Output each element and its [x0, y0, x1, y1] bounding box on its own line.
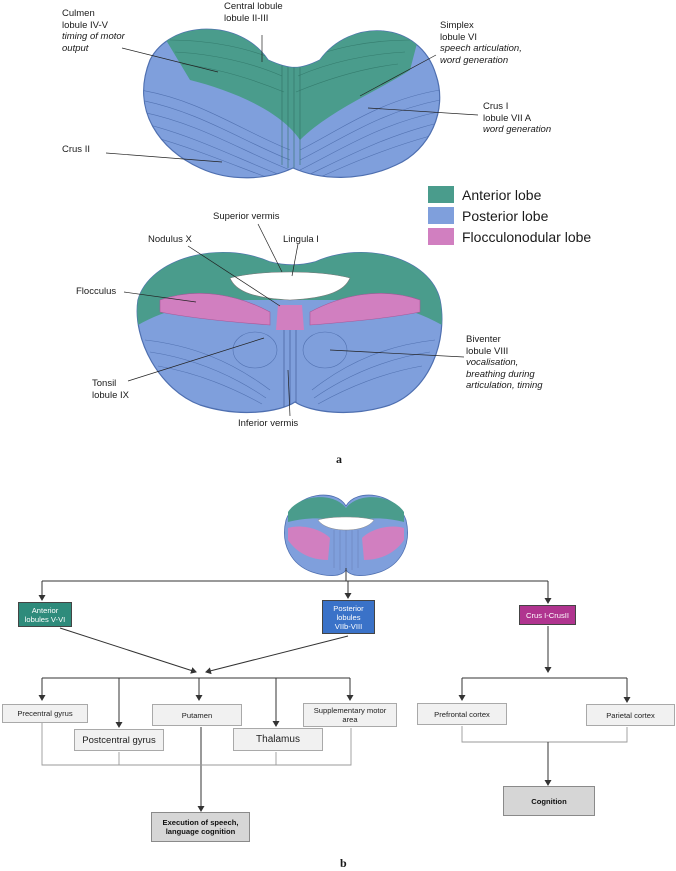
- culmen-name: Culmen: [62, 8, 95, 19]
- crus1-function: word generation: [483, 124, 552, 135]
- posterior-lobules-box: Posterior lobules VIIb-VIII: [322, 600, 375, 634]
- execution-box-line-1: Execution of speech,: [162, 818, 239, 827]
- legend-item-posterior: Posterior lobe: [428, 207, 548, 224]
- posterior-box-line-2: lobules: [336, 612, 361, 622]
- lingula-label: Lingula I: [283, 234, 319, 245]
- supplementary-motor-area-box: Supplementary motor area: [303, 703, 397, 727]
- precentral-gyrus-box: Precentral gyrus: [2, 704, 88, 723]
- execution-of-speech-box: Execution of speech, language cognition: [151, 812, 250, 842]
- legend-swatch-posterior: [428, 207, 454, 224]
- culmen-function-2: output: [62, 42, 89, 54]
- biventer-label: Biventer lobule VIII vocalisation, breat…: [466, 334, 543, 392]
- legend-swatch-flocculonodular: [428, 228, 454, 245]
- biventer-function-1: vocalisation,: [466, 357, 519, 368]
- simplex-name: Simplex: [440, 20, 474, 31]
- cerebellum-small-illustration: [284, 494, 408, 576]
- culmen-function-1: timing of motor: [62, 31, 125, 42]
- postcentral-gyrus-box: Postcentral gyrus: [74, 729, 164, 751]
- cognition-box: Cognition: [503, 786, 595, 816]
- nodulus-label: Nodulus X: [148, 234, 192, 245]
- top-leader-lines: [105, 35, 479, 163]
- flocculus-label: Flocculus: [76, 286, 117, 297]
- cerebellum-superior-view: [143, 28, 441, 179]
- legend-swatch-anterior: [428, 186, 454, 203]
- legend-item-flocculonodular: Flocculonodular lobe: [428, 228, 591, 245]
- biventer-function-3: articulation, timing: [466, 380, 543, 391]
- anterior-lobules-box: Anterior lobules V-VI: [18, 602, 72, 627]
- inferior-vermis-label: Inferior vermis: [238, 418, 299, 429]
- culmen-lobule: lobule IV-V: [62, 19, 108, 31]
- thalamus-box: Thalamus: [233, 728, 323, 751]
- central-lobule-label: Central lobule lobule II-III: [224, 1, 283, 24]
- simplex-function-2: word generation: [440, 54, 509, 66]
- putamen-box: Putamen: [152, 704, 242, 726]
- legend-item-anterior: Anterior lobe: [428, 186, 541, 203]
- tonsil-name: Tonsil: [92, 378, 117, 389]
- prefrontal-cortex-box: Prefrontal cortex: [417, 703, 507, 725]
- posterior-box-line-1: Posterior: [333, 603, 364, 613]
- culmen-label: Culmen lobule IV-V timing of motor outpu…: [62, 8, 125, 54]
- cerebellum-inferior-view: [136, 251, 443, 413]
- crus1-name: Crus I: [483, 101, 509, 112]
- legend-label-anterior: Anterior lobe: [462, 186, 542, 203]
- anterior-box-line-2: lobules V-VI: [24, 614, 66, 624]
- biventer-lobule: lobule VIII: [466, 345, 509, 357]
- biventer-name: Biventer: [466, 334, 501, 345]
- sma-box-line-2: area: [342, 715, 358, 724]
- superior-vermis-label: Superior vermis: [213, 211, 280, 222]
- legend-label-posterior: Posterior lobe: [462, 207, 549, 224]
- simplex-function-1: speech articulation,: [440, 43, 522, 54]
- simplex-lobule: lobule VI: [440, 31, 477, 43]
- flowchart-connectors: [38, 568, 631, 812]
- anterior-box-line-1: Anterior: [31, 605, 59, 615]
- biventer-function-2: breathing during: [466, 368, 535, 380]
- crus1-label: Crus I lobule VII A word generation: [483, 101, 551, 136]
- tonsil-label: Tonsil lobule IX: [92, 378, 129, 401]
- posterior-box-line-3: VIIb-VIII: [334, 621, 363, 631]
- execution-box-line-2: language cognition: [165, 827, 236, 836]
- panel-letter-b: b: [340, 856, 347, 870]
- bottom-leader-lines: [123, 223, 465, 417]
- crus1-lobule: lobule VII A: [483, 112, 532, 124]
- central-name: Central lobule: [224, 1, 283, 12]
- central-lobule: lobule II-III: [224, 12, 269, 24]
- legend-label-flocculonodular: Flocculonodular lobe: [462, 228, 592, 245]
- parietal-cortex-box: Parietal cortex: [586, 704, 675, 726]
- tonsil-lobule: lobule IX: [92, 389, 129, 401]
- panel-letter-a: a: [336, 452, 342, 466]
- crus-box: Crus I-CrusII: [519, 605, 576, 625]
- crus2-label: Crus II: [62, 144, 90, 155]
- simplex-label: Simplex lobule VI speech articulation, w…: [440, 20, 522, 66]
- sma-box-line-1: Supplementary motor: [313, 706, 387, 715]
